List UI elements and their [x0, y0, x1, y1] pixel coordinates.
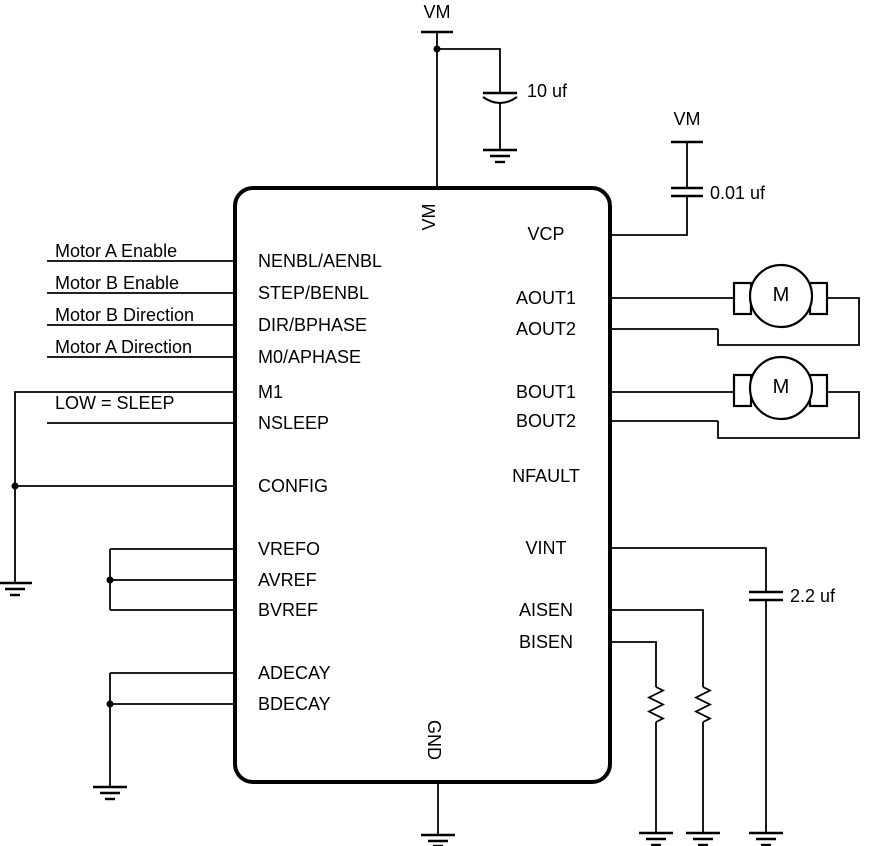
- pin-aout1: AOUT1: [515, 288, 576, 308]
- motor-a-label: M: [772, 284, 790, 306]
- motor-b-wiring: [610, 391, 860, 439]
- pin-m0-aphase: M0/APHASE: [258, 347, 362, 367]
- vcp-supply-network: [610, 140, 703, 236]
- motor-b-symbol: [732, 355, 829, 421]
- pin-dir-bphase: DIR/BPHASE: [258, 315, 368, 335]
- junction-dot: [433, 45, 441, 53]
- pin-vrefo: VREFO: [258, 539, 321, 559]
- vint-capacitor-network: [610, 547, 783, 846]
- pin-bvref: BVREF: [258, 600, 319, 620]
- bulk-capacitor-value: 10 uf: [527, 81, 568, 101]
- vm-vcp-label: VM: [673, 109, 701, 129]
- pin-nsleep: NSLEEP: [258, 413, 330, 433]
- pin-bdecay: BDECAY: [258, 694, 331, 714]
- vm-rail-label: VM: [423, 2, 451, 22]
- m1-config-ground-network: [0, 391, 235, 597]
- pin-bout1: BOUT1: [515, 382, 576, 402]
- pin-config: CONFIG: [258, 476, 328, 496]
- vref-tie-network: [106, 548, 235, 611]
- vint-capacitor-value: 2.2 uf: [790, 586, 836, 606]
- input-label-motor-a-direction: Motor A Direction: [55, 337, 193, 357]
- gnd-pin-network: [421, 782, 455, 846]
- junction-dot: [11, 482, 19, 490]
- pin-adecay: ADECAY: [258, 663, 331, 683]
- pin-nfault: NFAULT: [512, 466, 580, 486]
- pin-nenbl-aenbl: NENBL/AENBL: [258, 251, 383, 271]
- pin-step-benbl: STEP/BENBL: [258, 283, 370, 303]
- input-label-motor-b-direction: Motor B Direction: [55, 305, 195, 325]
- vcp-capacitor-value: 0.01 uf: [710, 183, 766, 203]
- input-label-motor-b-enable: Motor B Enable: [55, 273, 180, 293]
- input-label-low-sleep: LOW = SLEEP: [55, 393, 175, 413]
- motor-b-label: M: [772, 376, 790, 398]
- bulk-capacitor-symbol: [482, 91, 518, 164]
- input-label-motor-a-enable: Motor A Enable: [55, 241, 178, 261]
- pin-aisen: AISEN: [518, 600, 574, 620]
- pin-m1: M1: [258, 382, 284, 402]
- bisen-resistor-network: [610, 641, 673, 846]
- aisen-resistor-network: [610, 609, 720, 846]
- motor-a-wiring: [610, 297, 860, 346]
- pin-bisen: BISEN: [518, 632, 574, 652]
- ic-body: [233, 186, 612, 784]
- pin-vcp: VCP: [527, 224, 565, 244]
- junction-dot: [106, 700, 114, 708]
- pin-gnd-bottom: GND: [424, 720, 444, 760]
- junction-dot: [106, 576, 114, 584]
- motor-a-symbol: [732, 263, 829, 329]
- pin-bout2: BOUT2: [515, 411, 576, 431]
- pin-vint: VINT: [525, 538, 567, 558]
- vm-supply-rail: [421, 30, 501, 188]
- decay-ground-network: [93, 672, 235, 801]
- pin-avref: AVREF: [258, 570, 317, 590]
- pin-aout2: AOUT2: [515, 319, 576, 339]
- input-signal-wires: [47, 260, 235, 424]
- pin-vm-top: VM: [419, 203, 439, 231]
